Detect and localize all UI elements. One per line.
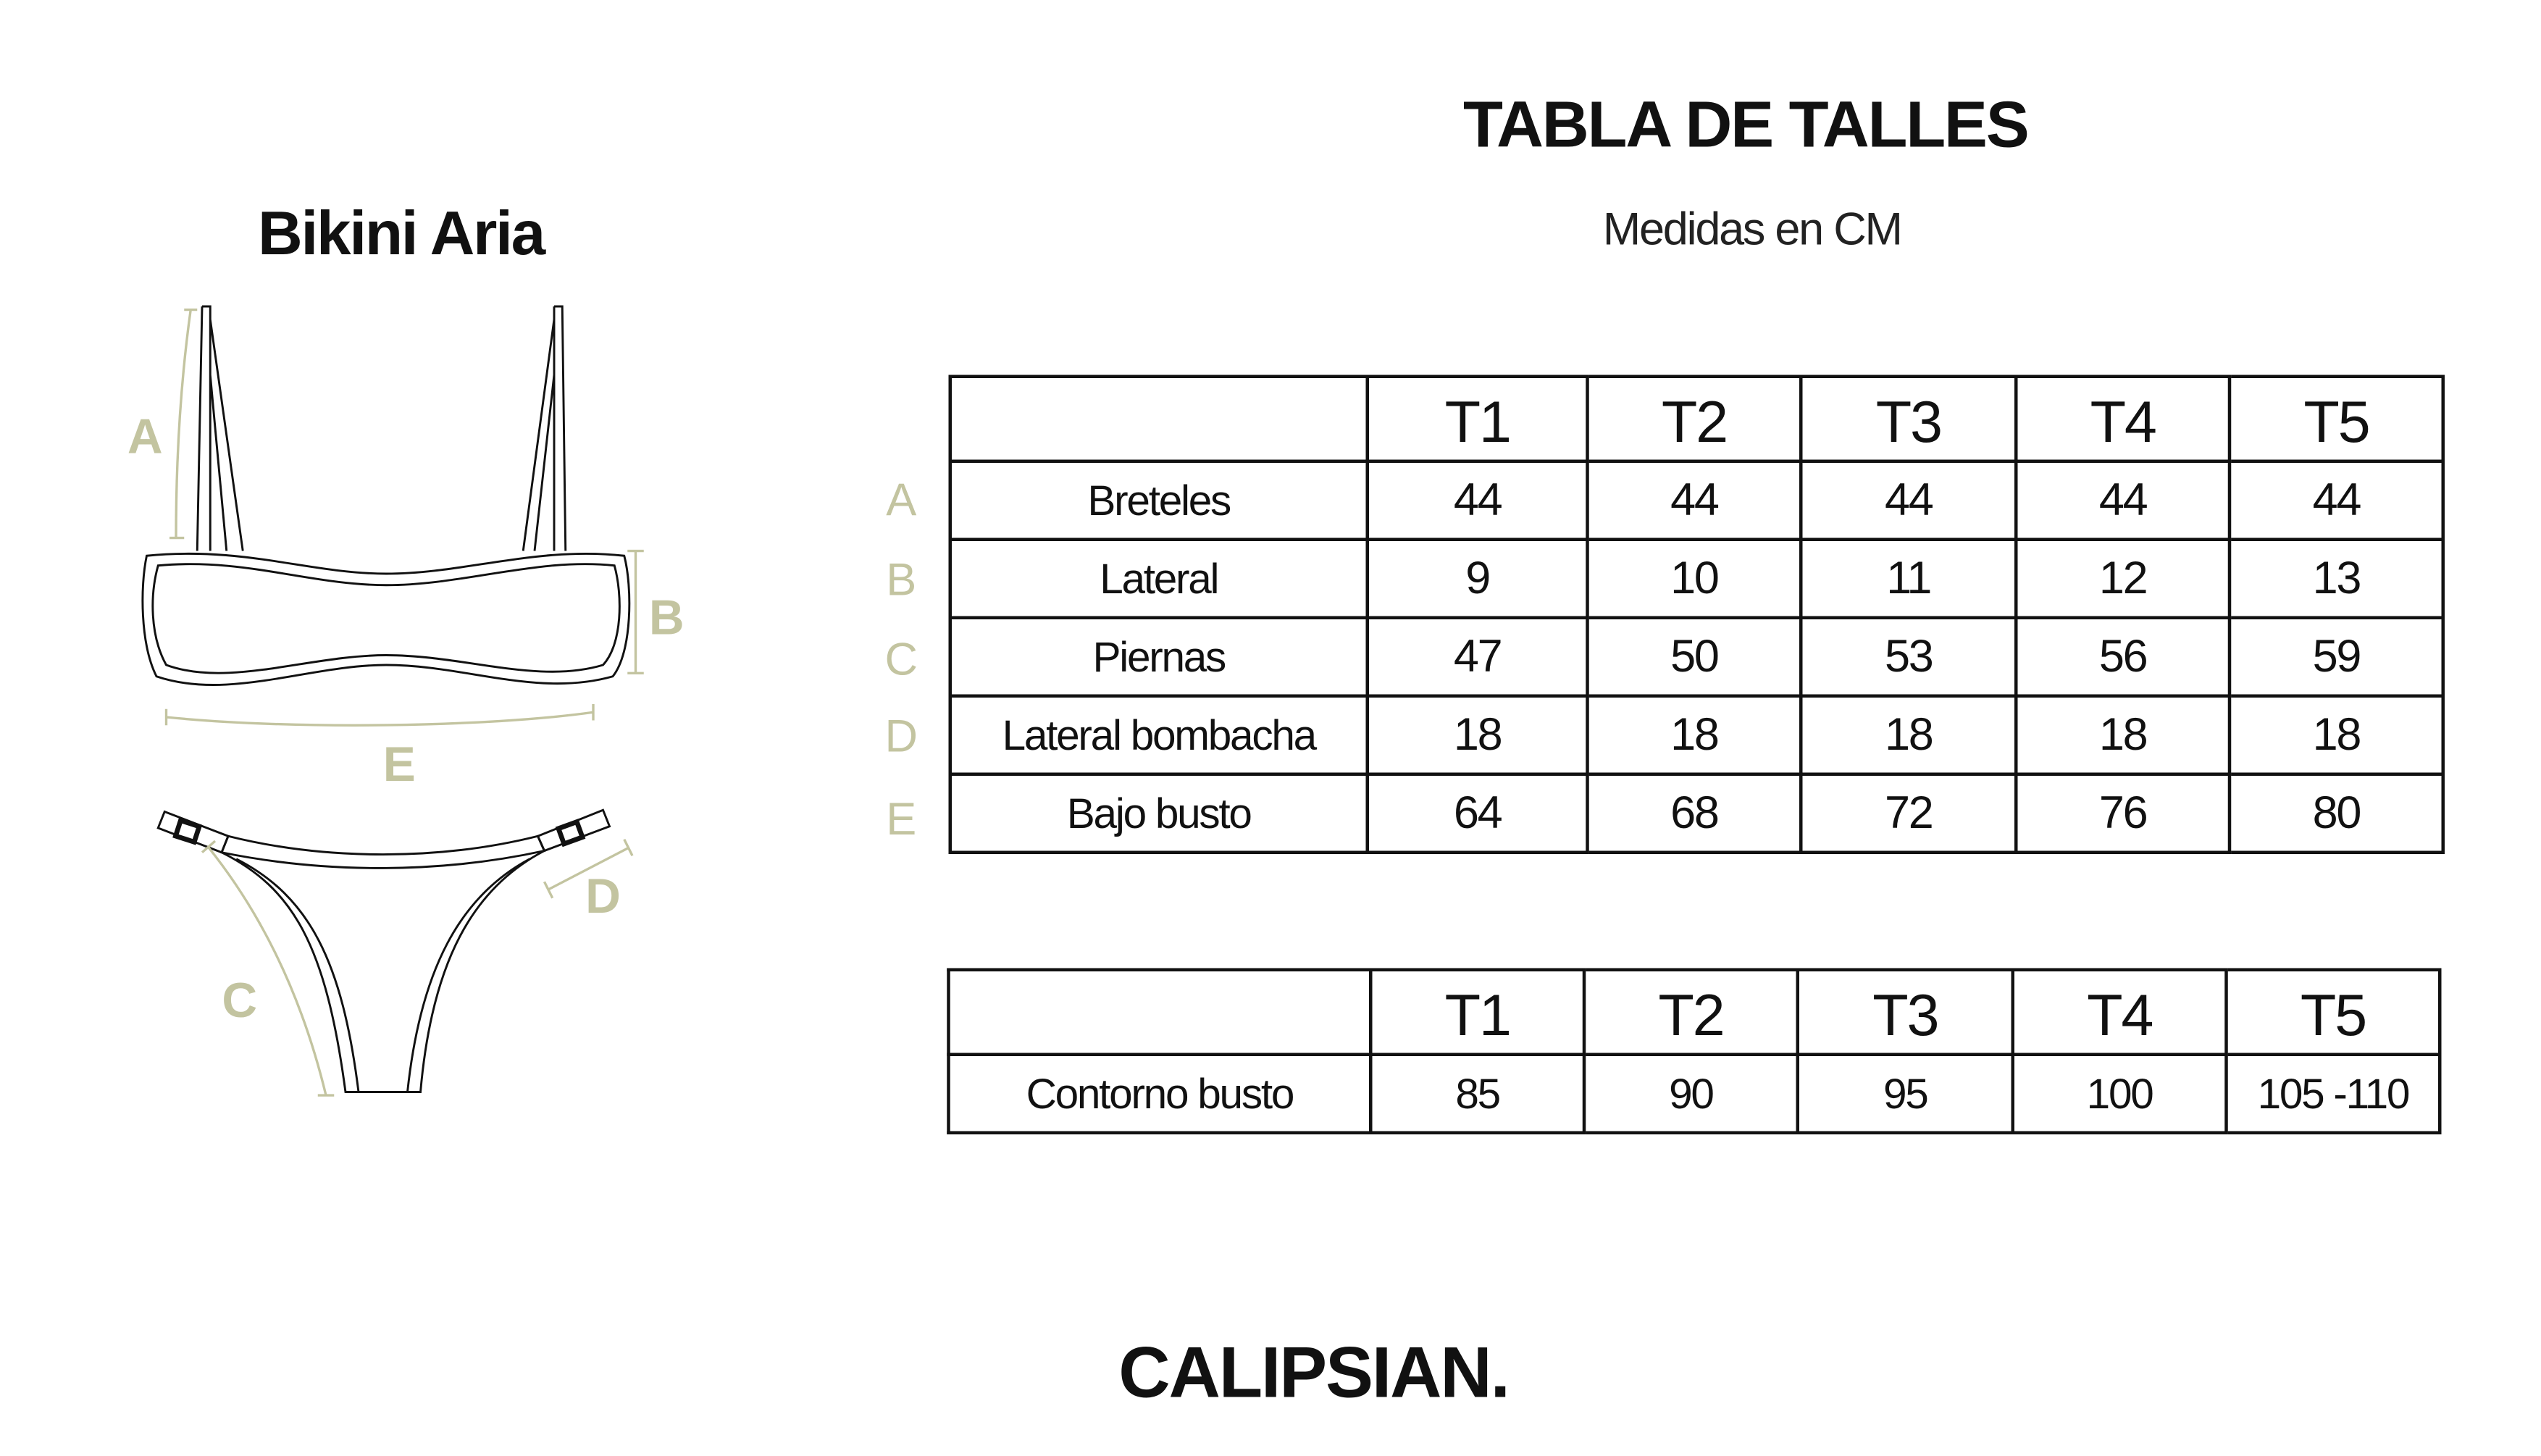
row-label: Contorno busto	[947, 1053, 1373, 1134]
row-label: Breteles	[948, 459, 1369, 541]
bikini-diagram: A B C D E	[127, 305, 685, 1097]
right-side-strap	[536, 808, 611, 853]
row-label: Lateral bombacha	[948, 694, 1369, 776]
diagram-label-b: B	[649, 590, 685, 645]
size-table: T1 T2 T3 T4 T5 Breteles 44 44 44 44 44 L…	[948, 375, 2445, 854]
waistband	[219, 834, 546, 869]
left-strap	[196, 305, 244, 551]
row-letter: C	[884, 634, 918, 685]
page-subtitle: Medidas en CM	[1602, 204, 1903, 254]
table-row: Contorno busto 85 90 95 100 105 -110	[947, 1053, 2442, 1134]
table-row: Breteles 44 44 44 44 44	[948, 459, 2445, 541]
measure-c	[201, 840, 335, 1097]
table-cell: 18	[2014, 694, 2232, 776]
size-header: T3	[1796, 968, 2014, 1056]
table-cell: 44	[2014, 459, 2232, 541]
row-letter: A	[886, 474, 917, 525]
table-cell: 44	[1586, 459, 1803, 541]
top-band-outer	[141, 552, 631, 686]
empty-header-cell	[948, 375, 1369, 463]
bottom-body-inner	[235, 858, 530, 1092]
bikini-bottom	[156, 808, 611, 1093]
table-cell: 10	[1586, 537, 1803, 619]
diagram-label-e: E	[383, 737, 416, 792]
size-header: T1	[1369, 968, 1586, 1056]
measure-e	[164, 704, 595, 727]
table-cell: 44	[2227, 459, 2445, 541]
size-header: T4	[2011, 968, 2228, 1056]
table-cell: 90	[1582, 1053, 1799, 1134]
row-label: Bajo busto	[948, 772, 1369, 854]
right-buckle-icon	[555, 819, 586, 848]
table-cell: 80	[2227, 772, 2445, 854]
table-cell: 18	[2227, 694, 2445, 776]
product-name: Bikini Aria	[258, 200, 545, 269]
bottom-body-outer	[221, 850, 545, 1093]
size-header: T4	[2014, 375, 2232, 463]
size-header: T2	[1586, 375, 1803, 463]
table-cell: 68	[1586, 772, 1803, 854]
left-buckle-icon	[172, 817, 203, 845]
table-cell: 76	[2014, 772, 2232, 854]
measure-d	[543, 838, 634, 899]
diagram-label-d: D	[585, 869, 621, 924]
diagram-label-a: A	[127, 410, 163, 464]
table-cell: 9	[1365, 537, 1589, 619]
size-header: T3	[1799, 375, 2018, 463]
table-cell: 18	[1799, 694, 2018, 776]
size-header: T5	[2227, 375, 2445, 463]
table-cell: 18	[1586, 694, 1803, 776]
measure-b	[627, 549, 644, 674]
table-cell: 100	[2011, 1053, 2228, 1134]
table-row: Lateral bombacha 18 18 18 18 18	[948, 694, 2445, 776]
table-row: Piernas 47 50 53 56 59	[948, 616, 2445, 698]
table-cell: 11	[1799, 537, 2018, 619]
table-header-row: T1 T2 T3 T4 T5	[947, 968, 2442, 1056]
empty-header-cell	[947, 968, 1373, 1056]
table-cell: 53	[1799, 616, 2018, 698]
right-strap	[522, 305, 567, 551]
page-title: TABLA DE TALLES	[1462, 89, 2030, 162]
left-side-strap	[156, 810, 230, 854]
size-header: T1	[1365, 375, 1589, 463]
table-cell: 59	[2227, 616, 2445, 698]
size-header: T2	[1582, 968, 1799, 1056]
table-cell: 12	[2014, 537, 2232, 619]
top-band-inner	[151, 563, 621, 674]
table-cell: 56	[2014, 616, 2232, 698]
size-header: T5	[2224, 968, 2442, 1056]
table-cell: 18	[1365, 694, 1589, 776]
measure-a	[169, 308, 198, 540]
table-row: Lateral 9 10 11 12 13	[948, 537, 2445, 619]
bikini-top	[141, 305, 631, 686]
table-header-row: T1 T2 T3 T4 T5	[948, 375, 2445, 463]
row-letter: E	[886, 793, 917, 845]
table-cell: 50	[1586, 616, 1803, 698]
table-cell: 72	[1799, 772, 2018, 854]
row-label: Lateral	[948, 537, 1369, 619]
brand-logo: CALIPSIAN.	[1118, 1333, 1510, 1413]
table-cell: 85	[1369, 1053, 1586, 1134]
table-row: Bajo busto 64 68 72 76 80	[948, 772, 2445, 854]
row-letter: D	[884, 711, 918, 761]
table-cell: 13	[2227, 537, 2445, 619]
diagram-label-c: C	[222, 974, 257, 1028]
bust-table: T1 T2 T3 T4 T5 Contorno busto 85 90 95 1…	[947, 968, 2442, 1134]
table-cell: 44	[1799, 459, 2018, 541]
row-label: Piernas	[948, 616, 1369, 698]
table-cell: 47	[1365, 616, 1589, 698]
table-cell: 95	[1796, 1053, 2014, 1134]
row-letter: B	[886, 554, 917, 605]
measure-lines	[164, 308, 644, 1097]
table-cell: 44	[1365, 459, 1589, 541]
table-cell: 105 -110	[2224, 1053, 2442, 1134]
table-cell: 64	[1365, 772, 1589, 854]
